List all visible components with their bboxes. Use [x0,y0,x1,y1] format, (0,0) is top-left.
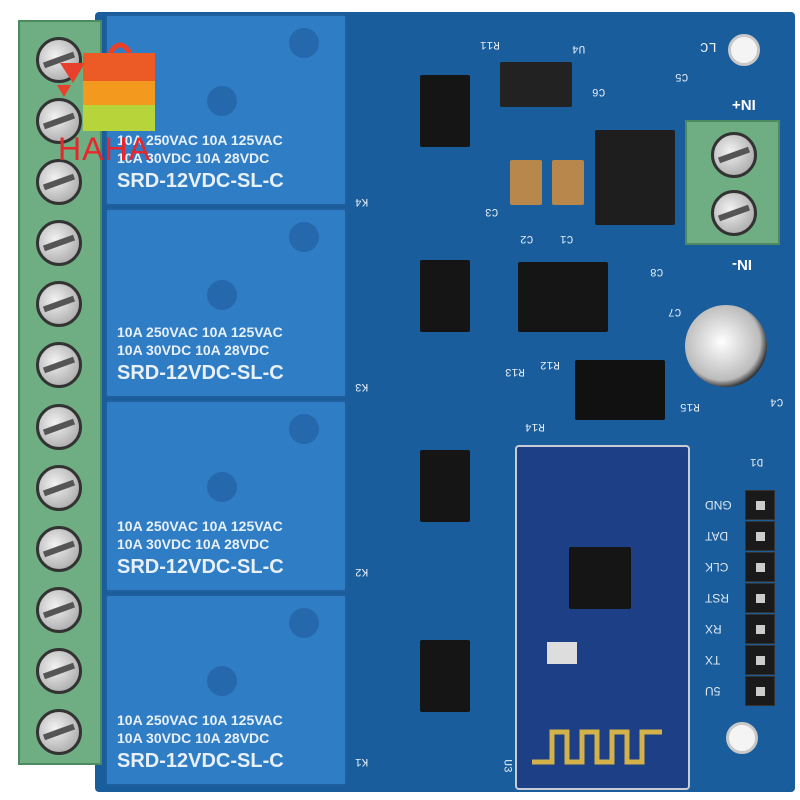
pin-label: GND [705,498,732,512]
ref-label: C7 [668,305,682,317]
terminal-screw [36,404,82,450]
ref-label: C5 [675,70,689,82]
pin-label: DAT [705,529,729,543]
terminal-screw [36,465,82,511]
relay-rating-ac: 10A 250VAC 10A 125VAC [117,518,283,534]
ref-label: C6 [592,85,606,97]
terminal-screw [36,159,82,205]
ref-label: R14 [525,420,545,432]
jumper-header [575,360,665,420]
pin-label: RX [705,622,722,636]
relay-rating-dc: 10A 30VDC 10A 28VDC [117,342,270,358]
ref-label: R13 [505,365,525,377]
relay-rating-dc: 10A 30VDC 10A 28VDC [117,536,270,552]
ref-label: U3 [500,759,513,773]
relay-rating-ac: 10A 250VAC 10A 125VAC [117,712,283,728]
pin-5v[interactable] [745,676,775,706]
ref-label: R15 [680,400,700,412]
optocoupler-chip [420,640,470,712]
ref-label: K4 [355,195,369,207]
pin-gnd[interactable] [745,490,775,520]
terminal-screw [36,220,82,266]
mounting-hole [728,34,760,66]
crystal [547,642,577,664]
pin-tx[interactable] [745,645,775,675]
relay-rating-dc: 10A 30VDC 10A 28VDC [117,150,270,166]
ref-label: R12 [540,358,560,370]
terminal-screw [36,709,82,755]
bluetooth-chip [569,547,631,609]
capacitor-c2 [510,160,542,205]
relay-rating-dc: 10A 30VDC 10A 28VDC [117,730,270,746]
pin-label: CLK [705,560,729,574]
ref-label: LC [700,38,717,54]
ref-label: R11 [480,38,500,50]
optocoupler-chip [420,450,470,522]
relay-k3: 10A 250VAC 10A 125VAC 10A 30VDC 10A 28VD… [105,208,347,398]
ref-label: C8 [650,265,664,277]
pin-label: 5U [705,684,721,698]
label-in-plus: IN+ [732,96,756,113]
optocoupler-chip [420,260,470,332]
relay-rating-ac: 10A 250VAC 10A 125VAC [117,324,283,340]
haha-logo: HAHA [55,35,175,170]
shopping-bag-icon [57,42,155,131]
terminal-screw [36,648,82,694]
pin-label: RST [705,591,729,605]
electrolytic-capacitor [685,305,767,387]
pin-rst[interactable] [745,583,775,613]
relay-k2: 10A 250VAC 10A 125VAC 10A 30VDC 10A 28VD… [105,400,347,592]
ref-label: K3 [355,380,369,392]
terminal-screw [36,526,82,572]
left-terminal-block [18,20,102,765]
ref-label: C1 [560,232,574,244]
relay-k1: 10A 250VAC 10A 125VAC 10A 30VDC 10A 28VD… [105,594,347,786]
relay-model: SRD-12VDC-SL-C [117,362,284,384]
ref-label: U4 [572,42,586,54]
relay-model: SRD-12VDC-SL-C [117,750,284,772]
ref-label: K1 [355,755,369,767]
pin-rx[interactable] [745,614,775,644]
terminal-screw [36,587,82,633]
optocoupler-chip [420,75,470,147]
terminal-screw [36,98,82,144]
terminal-screw [36,342,82,388]
ref-label: C4 [770,395,784,407]
relay-model: SRD-12VDC-SL-C [117,170,284,192]
ref-label: K2 [355,565,369,577]
bluetooth-module [515,445,690,790]
power-regulator [595,130,675,225]
label-in-minus: IN- [732,256,752,273]
mounting-hole [726,722,758,754]
ref-label: D1 [750,455,764,467]
relay-model: SRD-12VDC-SL-C [117,556,284,578]
power-terminal-block [685,120,780,245]
voltage-regulator-u4 [500,62,572,107]
terminal-screw [36,281,82,327]
pin-dat[interactable] [745,521,775,551]
ref-label: C3 [485,205,499,217]
pin-label: TX [705,653,721,667]
antenna-trace [532,729,662,765]
capacitor-c1 [552,160,584,205]
relay-rating-ac: 10A 250VAC 10A 125VAC [117,132,283,148]
pin-clk[interactable] [745,552,775,582]
ic-chip [518,262,608,332]
ref-label: C2 [520,232,534,244]
logo-text: HAHA [58,131,151,167]
